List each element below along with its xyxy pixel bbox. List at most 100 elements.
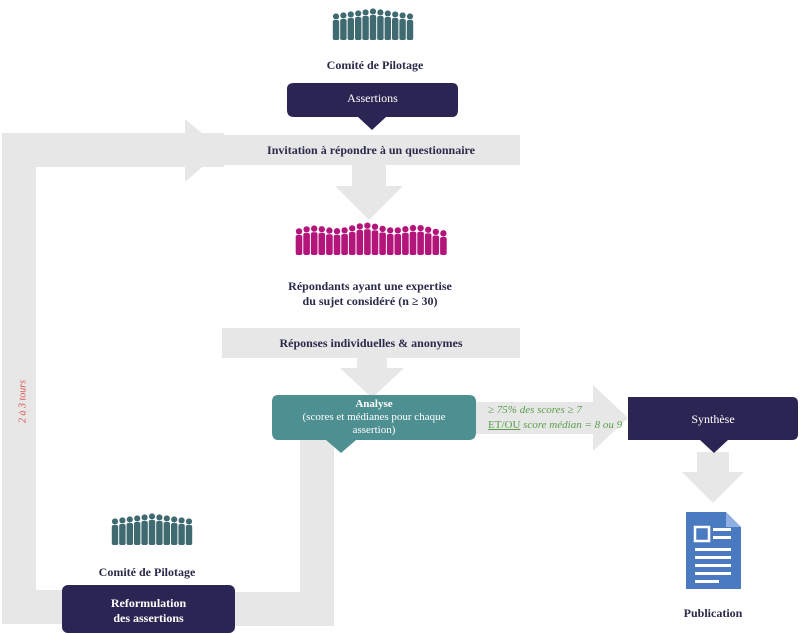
person-body [371, 230, 379, 255]
person-body [399, 19, 406, 40]
person-head [371, 223, 379, 230]
person-head [364, 222, 371, 229]
loop-label: 2 à 3 tours [17, 379, 29, 424]
person-head [399, 12, 406, 19]
person-body [424, 233, 432, 255]
reponses-label: Réponses individuelles & anonymes [279, 336, 463, 350]
person-head [341, 227, 348, 234]
arrow-analyse-reformulation [235, 440, 334, 626]
respondants-label: Répondants ayant une expertise du sujet … [270, 279, 470, 309]
document-fold [726, 512, 741, 527]
person-head [119, 517, 126, 524]
invitation-band [222, 135, 520, 165]
person-head [171, 516, 178, 523]
person-head [163, 515, 170, 522]
person-body [364, 229, 371, 255]
person-head [417, 225, 424, 232]
people-group-icon [332, 8, 414, 40]
criteria-line-2: ET/OU score médian = 8 ou 9 [476, 418, 626, 433]
person-body [341, 234, 348, 255]
analyse-line-2: assertion) [352, 424, 396, 436]
assertions-label: Assertions [347, 91, 398, 105]
analyse-label: Analyse (scores et médianes pour chaque … [272, 398, 476, 437]
assertions-box [287, 83, 458, 130]
person-body [148, 520, 156, 545]
reformulation-line-1: Reformulation [110, 596, 187, 610]
person-body [111, 525, 119, 545]
reponses-band [222, 328, 520, 358]
boxes [62, 83, 798, 633]
person-head [134, 515, 141, 522]
analyse-line-1: (scores et médianes pour chaque [302, 411, 446, 423]
person-body [126, 523, 133, 545]
person-head [387, 227, 394, 234]
reformulation-label: Reformulation des assertions [62, 596, 235, 626]
person-body [178, 524, 185, 545]
invitation-label: Invitation à répondre à un questionnaire [267, 143, 475, 157]
person-head [392, 11, 399, 18]
person-head [355, 10, 362, 17]
person-body [332, 20, 340, 40]
person-body [141, 521, 148, 545]
person-body [347, 18, 354, 40]
comite-top-label: Comité de Pilotage [326, 58, 424, 72]
arrow-analyse-synthese [475, 385, 628, 451]
person-head [347, 11, 354, 18]
person-head [377, 9, 384, 16]
person-head [303, 226, 310, 233]
person-head [425, 226, 432, 233]
person-head [185, 518, 193, 525]
person-head [340, 12, 347, 19]
person-head [369, 8, 377, 15]
person-body [171, 523, 178, 545]
flow-arrows [2, 119, 744, 626]
person-head [349, 225, 356, 232]
person-body [163, 522, 170, 545]
person-head [333, 228, 341, 235]
person-head [379, 225, 386, 233]
person-head [178, 517, 185, 524]
publication-label: Publication [683, 606, 743, 620]
person-head [141, 514, 148, 521]
person-head [402, 226, 409, 233]
criteria-label: ≥ 75% des scores ≥ 7 ET/OU score médian … [476, 403, 626, 433]
person-body [377, 16, 384, 40]
person-body [402, 232, 409, 255]
person-body [134, 522, 141, 545]
reformulation-box [62, 585, 235, 633]
person-head [148, 513, 156, 520]
person-body [333, 234, 341, 255]
person-head [326, 227, 333, 234]
person-body [355, 17, 362, 40]
synthese-label: Synthèse [691, 412, 735, 426]
person-head [156, 514, 163, 521]
person-body [409, 231, 417, 255]
person-body [303, 233, 310, 255]
person-body [417, 231, 424, 255]
person-body [384, 17, 391, 40]
person-head [406, 13, 414, 20]
person-body [295, 235, 303, 255]
synthese-box [628, 397, 798, 453]
people-crowd-icon [295, 222, 447, 255]
person-head [362, 9, 369, 16]
person-body [362, 16, 369, 40]
person-head [295, 228, 303, 235]
person-body [394, 233, 402, 255]
person-body [432, 235, 440, 255]
person-head [126, 516, 133, 523]
person-body [156, 521, 163, 545]
document-icon [686, 512, 741, 589]
person-head [394, 227, 401, 234]
person-body [369, 15, 377, 40]
criteria-and-or: ET/OU [488, 419, 521, 431]
person-body [318, 232, 326, 255]
arrow-reponses-analyse [340, 358, 404, 398]
analyse-title: Analyse [355, 398, 393, 410]
person-body [119, 524, 126, 545]
person-body [185, 525, 193, 545]
person-head [318, 226, 325, 233]
respondants-line-1: Répondants ayant une expertise [288, 279, 452, 293]
